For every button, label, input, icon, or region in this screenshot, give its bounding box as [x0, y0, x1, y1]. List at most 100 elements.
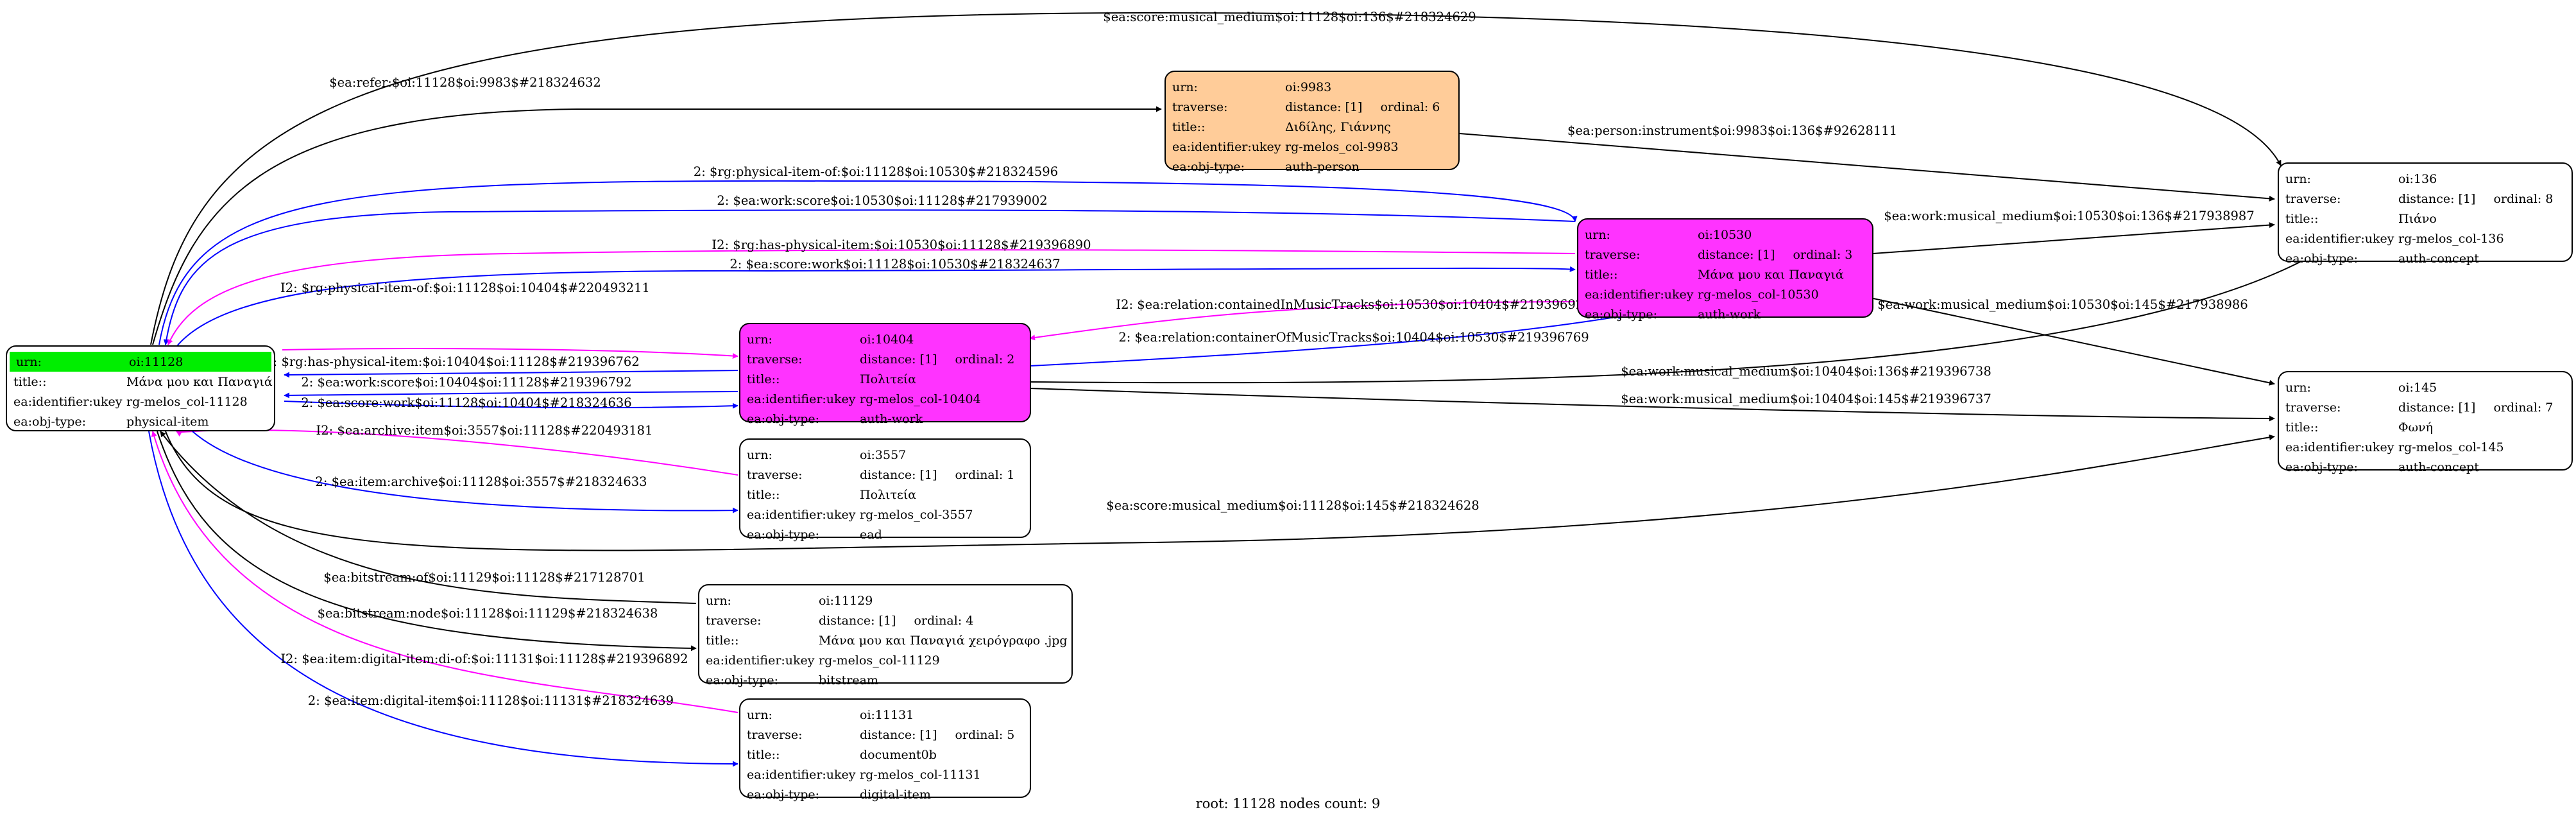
- edge-line: [1029, 221, 2362, 384]
- edge-line: [1029, 388, 2275, 422]
- title-label: title::: [1585, 267, 1618, 282]
- urn-value: oi:11128: [129, 354, 183, 369]
- node-oi-11129[interactable]: urn:oi:11129 traverse:distance: [1]ordin…: [698, 584, 1073, 687]
- edge-line: [284, 391, 738, 399]
- title-label: title::: [2285, 211, 2319, 226]
- edge-label: $ea:bitstream:of$oi:11129$oi:11128$#2171…: [323, 570, 645, 585]
- node-identifier-row: ea:identifier:ukey rg-melos_col-11128: [7, 392, 274, 411]
- objtype-value: bitstream: [819, 673, 878, 687]
- edge-label: 2: $ea:score:work$oi:11128$oi:10530$#218…: [729, 257, 1060, 272]
- urn-value: oi:10530: [1698, 227, 1752, 242]
- objtype-label: ea:obj-type:: [747, 787, 820, 802]
- distance-value: distance: [1]: [2398, 191, 2476, 206]
- title-label: title::: [747, 487, 780, 502]
- identifier-label: ea:identifier:ukey: [1172, 139, 1281, 154]
- title-value: Διδίλης, Γιάννης: [1285, 119, 1391, 134]
- objtype-label: ea:obj-type:: [13, 414, 87, 429]
- urn-value: oi:10404: [860, 332, 914, 347]
- objtype-value: auth-work: [1698, 307, 1761, 322]
- ordinal-value: ordinal: 2: [955, 352, 1015, 367]
- urn-label: urn:: [1585, 227, 1610, 242]
- objtype-value: auth-concept: [2398, 251, 2479, 266]
- edge-line: [150, 12, 2282, 345]
- objtype-value: auth-person: [1285, 159, 1360, 174]
- edge-label: $ea:work:musical_medium$oi:10530$oi:136$…: [1884, 209, 2254, 223]
- traverse-label: traverse:: [747, 352, 803, 367]
- node-urn-row: urn: oi:11128: [10, 352, 271, 372]
- urn-label: urn:: [747, 447, 772, 462]
- edge-label: I2: $ea:relation:containedInMusicTracks$…: [1116, 297, 1591, 312]
- identifier-value: rg-melos_col-10530: [1698, 287, 1819, 302]
- identifier-label: ea:identifier:ukey: [1585, 287, 1694, 302]
- edge-label: $ea:score:musical_medium$oi:11128$oi:136…: [1103, 10, 1476, 24]
- urn-label: urn:: [2285, 171, 2311, 186]
- ordinal-value: ordinal: 8: [2493, 191, 2554, 206]
- edge-label: $ea:refer:$oi:11128$oi:9983$#218324632: [329, 75, 601, 90]
- node-oi-10404[interactable]: urn: oi:10404 traverse: distance: [1] ordin…: [739, 323, 1031, 426]
- traverse-label: traverse:: [2285, 400, 2341, 415]
- edge-label: I2: $rg:has-physical-item:$oi:10530$oi:1…: [712, 238, 1091, 252]
- edge-line: [167, 249, 1576, 345]
- traverse-label: traverse:: [2285, 191, 2341, 206]
- node-oi-11131[interactable]: urn:oi:11131 traverse:distance: [1]ordin…: [739, 698, 1031, 802]
- title-label: title::: [13, 374, 47, 389]
- node-oi-9983[interactable]: urn:oi:9983 traverse:distance: [1]ordina…: [1164, 71, 1460, 174]
- edge-line: [151, 431, 738, 713]
- title-value: Πολιτεία: [860, 372, 917, 386]
- node-oi-10530[interactable]: urn:oi:10530 traverse:distance: [1]ordin…: [1577, 218, 1873, 322]
- objtype-value: digital-item: [860, 787, 931, 802]
- edge-label: I2: $rg:physical-item-of:$oi:11128$oi:10…: [280, 281, 650, 295]
- urn-label: urn:: [747, 332, 772, 347]
- edge-line: [1873, 222, 2275, 254]
- identifier-value: rg-melos_col-10404: [860, 392, 981, 406]
- node-oi-3557[interactable]: urn: oi:3557 traverse: distance: [1] ordina…: [739, 438, 1031, 542]
- edge-line: [284, 370, 738, 378]
- identifier-label: ea:identifier:ukey: [706, 653, 815, 668]
- urn-label: urn:: [16, 354, 42, 369]
- ordinal-value: ordinal: 1: [955, 467, 1015, 482]
- identifier-value: rg-melos_col-11131: [860, 767, 981, 782]
- edge-line: [284, 401, 738, 409]
- edge-label: $ea:work:musical_medium$oi:10404$oi:145$…: [1621, 392, 1991, 406]
- edge-line: [176, 266, 1576, 347]
- node-oi-11128[interactable]: urn: oi:11128 title:: Μάνα μου και Παναγ…: [6, 345, 275, 431]
- traverse-label: traverse:: [1172, 99, 1228, 114]
- ordinal-value: ordinal: 4: [914, 613, 974, 628]
- identifier-value: rg-melos_col-9983: [1285, 139, 1399, 154]
- node-objtype-row: ea:obj-type: physical-item: [7, 411, 274, 431]
- title-label: title::: [2285, 420, 2319, 435]
- node-oi-145[interactable]: urn:oi:145 traverse:distance: [1]ordinal…: [2278, 371, 2573, 474]
- title-value: Πολιτεία: [860, 487, 917, 502]
- title-value: Μάνα μου και Παναγιά: [126, 374, 273, 389]
- edge-line: [158, 180, 1578, 345]
- identifier-label: ea:identifier:ukey: [747, 392, 856, 406]
- urn-value: oi:3557: [860, 447, 907, 462]
- traverse-label: traverse:: [747, 467, 803, 482]
- edge-label: $ea:work:musical_medium$oi:10404$oi:136$…: [1621, 364, 1991, 379]
- urn-value: oi:136: [2398, 171, 2437, 186]
- distance-value: distance: [1]: [860, 352, 937, 367]
- distance-value: distance: [1]: [860, 467, 937, 482]
- identifier-label: ea:identifier:ukey: [747, 507, 856, 522]
- edge-label: I2: $ea:item:digital-item:di-of:$oi:1113…: [280, 652, 688, 666]
- urn-value: oi:145: [2398, 380, 2437, 395]
- edge-label: 2: $rg:has-physical-item:$oi:10404$oi:11…: [265, 354, 639, 369]
- distance-value: distance: [1]: [2398, 400, 2476, 415]
- identifier-label: ea:identifier:ukey: [13, 394, 123, 409]
- node-oi-136[interactable]: urn: oi:136 traverse: distance: [1] ordinal…: [2278, 162, 2573, 266]
- traverse-label: traverse:: [747, 727, 803, 742]
- distance-value: distance: [1]: [819, 613, 896, 628]
- identifier-value: rg-melos_col-3557: [860, 507, 973, 522]
- objtype-value: auth-concept: [2398, 460, 2479, 474]
- ordinal-value: ordinal: 7: [2493, 400, 2554, 415]
- edge-label: 2: $rg:physical-item-of:$oi:11128$oi:105…: [694, 164, 1058, 179]
- identifier-value: rg-melos_col-11129: [819, 653, 940, 668]
- title-value: document0b: [860, 747, 937, 762]
- traverse-label: traverse:: [706, 613, 762, 628]
- objtype-label: ea:obj-type:: [747, 411, 820, 426]
- objtype-label: ea:obj-type:: [706, 673, 779, 687]
- objtype-label: ea:obj-type:: [2285, 460, 2358, 474]
- objtype-value: ead: [860, 527, 882, 542]
- title-value: Φωνή: [2398, 420, 2434, 435]
